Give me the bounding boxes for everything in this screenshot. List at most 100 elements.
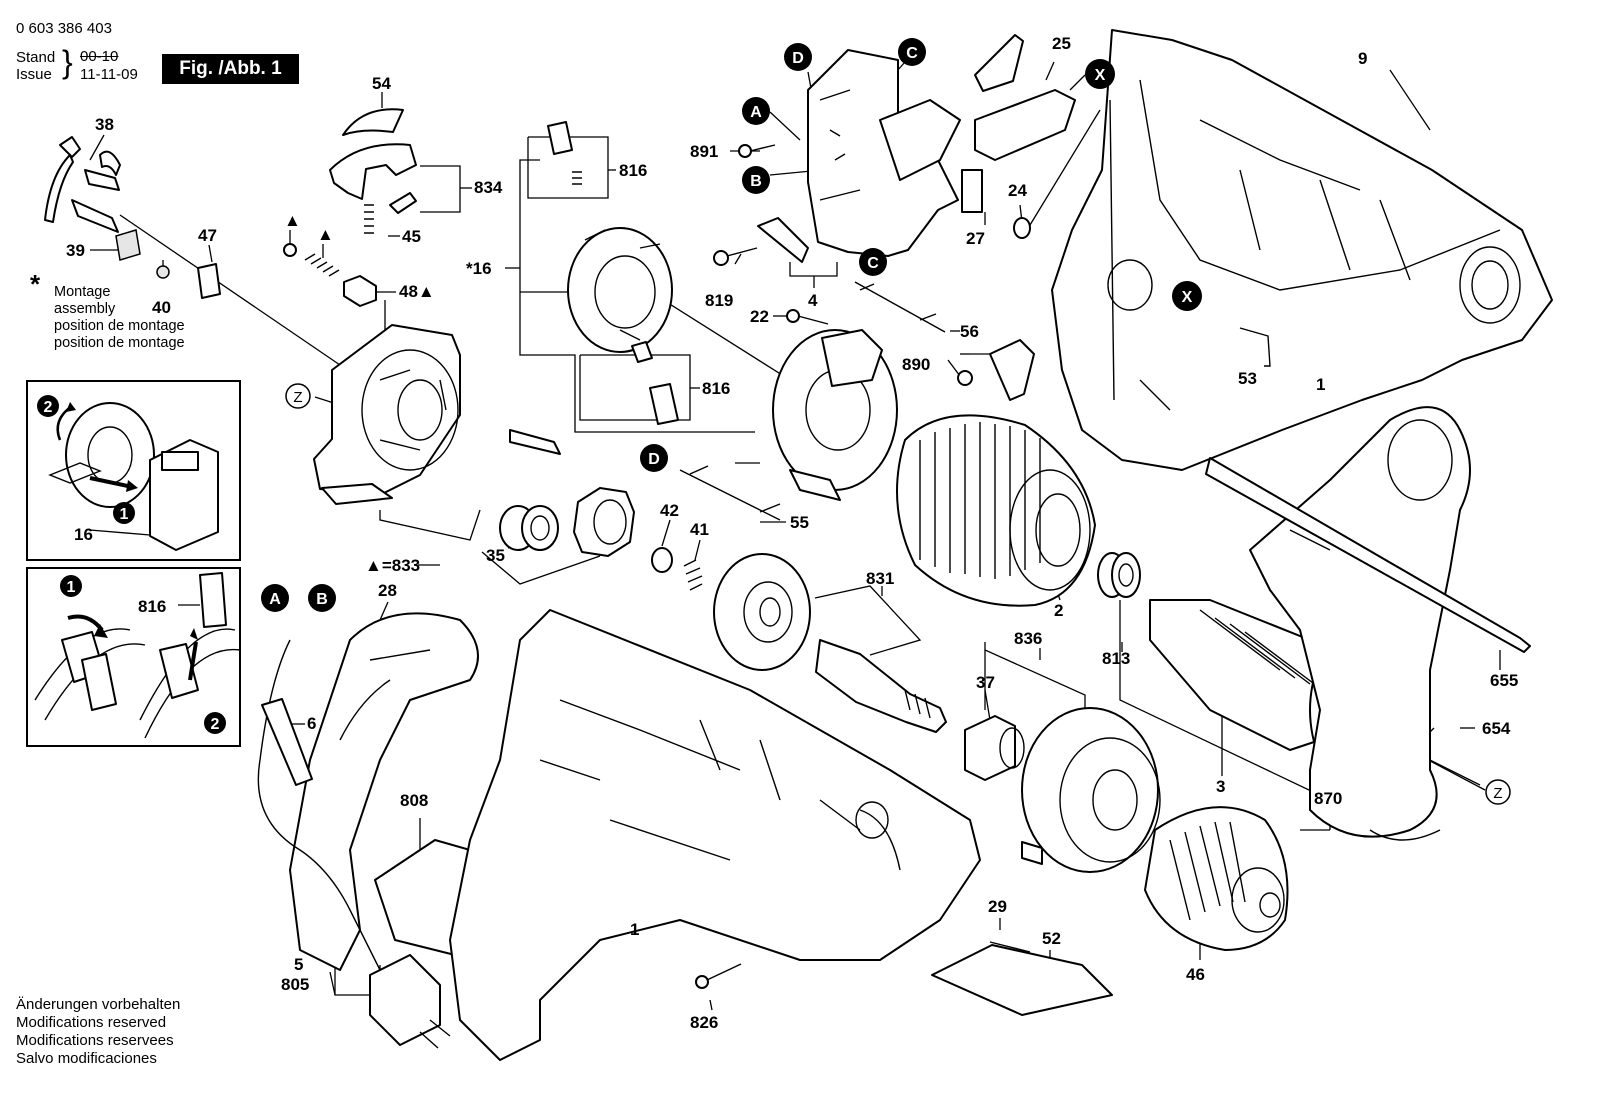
label-1-bottom: 1 (630, 920, 639, 939)
issue-date: 11-11-09 (80, 66, 138, 83)
part-6-sleeve (261, 698, 313, 786)
part-45-spring (364, 204, 374, 234)
label-triangle-1: ▲ (284, 211, 301, 230)
inset-1-step-2: 2 (44, 399, 53, 416)
label-9: 9 (1358, 49, 1367, 68)
label-836: 836 (1014, 629, 1042, 648)
stand-label: Stand (16, 49, 56, 66)
label-triangle-2: ▲ (317, 225, 334, 244)
callout-a-cable: A (269, 591, 281, 608)
label-819: 819 (705, 291, 733, 310)
label-55: 55 (790, 513, 809, 532)
part-large-gear (713, 553, 811, 671)
part-4-bracket (757, 217, 809, 263)
part-805-plug (369, 954, 451, 1049)
label-5: 5 (294, 955, 303, 974)
part-655-depth-rod (1205, 457, 1531, 653)
label-816-top: 816 (619, 161, 647, 180)
callout-b-cable: B (316, 591, 328, 608)
callout-x-top: X (1095, 67, 1106, 84)
label-826: 826 (690, 1013, 718, 1032)
label-831: 831 (866, 569, 894, 588)
part-836-gear-housing (1021, 707, 1161, 873)
label-27: 27 (966, 229, 985, 248)
part-pin (509, 429, 561, 455)
part-25-clip (974, 34, 1076, 161)
part-brush-plate-right (772, 329, 898, 501)
part-16-brush-plate (567, 227, 673, 353)
part-35-sleeve (499, 505, 559, 551)
part-2-field-coil (896, 414, 1096, 607)
part-29-label (989, 941, 1031, 953)
label-38: 38 (95, 115, 114, 134)
label-890: 890 (902, 355, 930, 374)
brace: } (62, 44, 73, 80)
inset-1-drawing: 2 1 16 (37, 395, 219, 551)
callout-b-top: B (750, 173, 762, 190)
label-813: 813 (1102, 649, 1130, 668)
label-834: 834 (474, 178, 503, 197)
part-52-cover-plate (931, 944, 1113, 1016)
label-47: 47 (198, 226, 217, 245)
part-bearing-plate-left (313, 324, 461, 505)
part-27-label (961, 169, 983, 213)
part-816-brush-bottom (631, 341, 679, 425)
part-47 (197, 263, 221, 299)
label-42: 42 (660, 501, 679, 520)
part-56-wire (854, 281, 946, 333)
label-24: 24 (1008, 181, 1027, 200)
callout-letters: D C A B C D X X A B Z Z (261, 38, 1511, 805)
label-805: 805 (281, 975, 309, 994)
label-833: ▲=833 (365, 556, 420, 575)
part-number-labels: 38 39 40 47 54 834 45 ▲ ▲ 48▲ *16 816 81… (66, 34, 1518, 1032)
label-654: 654 (1482, 719, 1511, 738)
part-48-bushing (343, 275, 377, 307)
label-54: 54 (372, 74, 391, 93)
label-891: 891 (690, 142, 718, 161)
inset-2-step-2: 2 (211, 716, 220, 733)
stand-date: 00-10 (80, 48, 119, 65)
part-48-ball (283, 243, 297, 257)
inset-2-step-1: 1 (67, 579, 76, 596)
label-39: 39 (66, 241, 85, 260)
part-55-wire (679, 465, 781, 521)
footer-line-3: Modifications reservees (16, 1032, 174, 1049)
part-813-bearing (1097, 552, 1141, 598)
footer-line-2: Modifications reserved (16, 1014, 167, 1031)
inset-1-label-16: 16 (74, 525, 93, 544)
part-28-handle-half (289, 612, 479, 971)
label-46: 46 (1186, 965, 1205, 984)
label-816-bottom: 816 (702, 379, 730, 398)
label-40: 40 (152, 298, 171, 317)
label-56: 56 (960, 322, 979, 341)
part-gear-nut (573, 487, 635, 557)
assembly-note-line-3: position de montage (54, 318, 185, 334)
part-38-lever (44, 136, 121, 233)
callout-c-mid: C (867, 255, 879, 272)
part-834-clip (389, 192, 417, 214)
part-53-spring-clip (1239, 327, 1271, 367)
part-890-screw-clamp (957, 339, 1035, 401)
callout-a-top: A (750, 104, 762, 121)
part-40 (156, 265, 170, 279)
label-22: 22 (750, 307, 769, 326)
part-screw-22 (786, 309, 829, 325)
label-4: 4 (808, 291, 818, 310)
label-41: 41 (690, 520, 709, 539)
document-number: 0 603 386 403 (16, 20, 112, 37)
part-24-washer (1013, 217, 1031, 239)
part-screw-819 (713, 247, 758, 266)
inset-2-label-816: 816 (138, 597, 166, 616)
callout-d-top: D (792, 50, 804, 67)
label-25: 25 (1052, 34, 1071, 53)
label-3: 3 (1216, 777, 1225, 796)
label-52: 52 (1042, 929, 1061, 948)
inset-2-drawing: 1 816 2 (34, 572, 241, 739)
assembly-note-line-2: assembly (54, 301, 116, 317)
assembly-note-symbol: * (30, 269, 41, 299)
label-16: *16 (466, 259, 492, 278)
part-1-housing-half (449, 609, 981, 1061)
label-53: 53 (1238, 369, 1257, 388)
label-37: 37 (976, 673, 995, 692)
